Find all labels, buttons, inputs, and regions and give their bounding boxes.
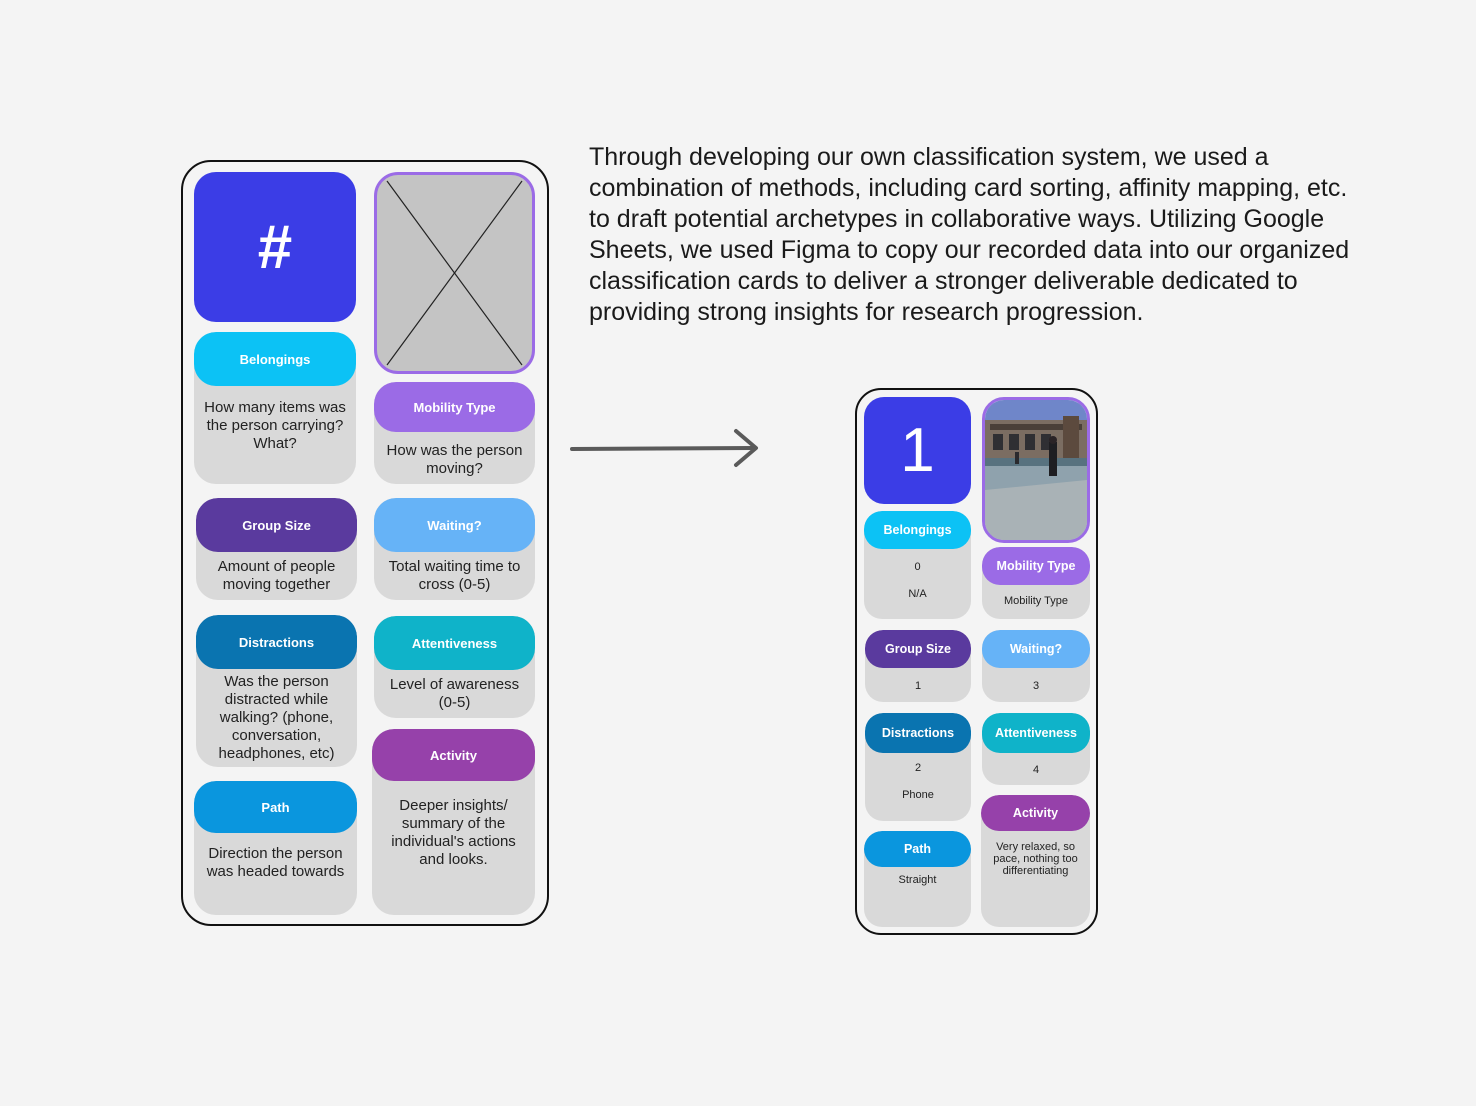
arrow-right-icon [570, 429, 758, 467]
street-photo-image [985, 400, 1087, 540]
path-text: Direction the person was headed towards [206, 845, 345, 880]
mobility-label-filled: Mobility Type [982, 547, 1090, 585]
group-size-label-filled: Group Size [865, 630, 971, 668]
waiting-text-filled: 3 [1032, 680, 1040, 692]
activity-text: Deeper insights/ summary of the individu… [391, 797, 516, 868]
distractions-text: Was the person distracted while walking?… [218, 673, 335, 762]
waiting-text: Total waiting time to cross (0-5) [388, 558, 521, 593]
image-placeholder [374, 172, 535, 374]
image-placeholder-icon [386, 180, 523, 366]
distractions-card-filled: Distractions 2 Phone [865, 713, 971, 821]
distractions-label-filled: Distractions [865, 713, 971, 753]
waiting-card: Waiting? Total waiting time to cross (0-… [374, 498, 535, 600]
path-label: Path [194, 781, 357, 833]
distractions-card: Distractions Was the person distracted w… [196, 615, 357, 767]
number-label-filled: 1 [900, 416, 935, 485]
belongings-text-filled: N/A [908, 588, 927, 600]
mobility-card-filled: Mobility Type Mobility Type [982, 547, 1090, 619]
activity-card: Activity Deeper insights/ summary of the… [372, 729, 535, 915]
pedestrian-photo [982, 397, 1090, 543]
belongings-label: Belongings [194, 332, 356, 386]
group-size-text: Amount of people moving together [217, 558, 336, 593]
filled-card: 1 Belongings 0 N/A Mobility Type Mobilit… [855, 388, 1098, 935]
attentiveness-card: Attentiveness Level of awareness (0-5) [374, 616, 535, 718]
mobility-text: How was the person moving? [386, 442, 523, 477]
group-size-label: Group Size [196, 498, 357, 552]
belongings-label-filled: Belongings [864, 511, 971, 549]
number-label: # [257, 212, 293, 282]
group-size-card: Group Size Amount of people moving toget… [196, 498, 357, 600]
attentiveness-card-filled: Attentiveness 4 [982, 713, 1090, 785]
distractions-text-filled: Phone [902, 789, 934, 801]
waiting-card-filled: Waiting? 3 [982, 630, 1090, 702]
path-text-filled: Straight [898, 874, 937, 886]
activity-label-filled: Activity [981, 795, 1090, 831]
attentiveness-label-filled: Attentiveness [982, 713, 1090, 753]
belongings-card: Belongings How many items was the person… [194, 332, 356, 484]
path-card: Path Direction the person was headed tow… [194, 781, 357, 915]
attentiveness-text: Level of awareness (0-5) [389, 676, 520, 711]
template-card: # Belongings How many items was the pers… [181, 160, 549, 926]
number-tile: # [194, 172, 356, 322]
waiting-label-filled: Waiting? [982, 630, 1090, 668]
mobility-card: Mobility Type How was the person moving? [374, 382, 535, 484]
description-text: Through developing our own classificatio… [589, 143, 1350, 326]
waiting-label: Waiting? [374, 498, 535, 552]
belongings-card-filled: Belongings 0 N/A [864, 511, 971, 619]
attentiveness-text-filled: 4 [1032, 764, 1040, 776]
activity-label: Activity [372, 729, 535, 781]
mobility-text-filled: Mobility Type [1004, 595, 1068, 607]
activity-text-filled: Very relaxed, so pace, nothing too diffe… [993, 841, 1078, 877]
activity-card-filled: Activity Very relaxed, so pace, nothing … [981, 795, 1090, 927]
distractions-value-filled: 2 [914, 762, 922, 774]
distractions-label: Distractions [196, 615, 357, 669]
path-card-filled: Path Straight [864, 831, 971, 927]
group-size-card-filled: Group Size 1 [865, 630, 971, 702]
belongings-value-filled: 0 [914, 561, 921, 573]
belongings-text: How many items was the person carrying? … [204, 399, 346, 452]
path-label-filled: Path [864, 831, 971, 867]
number-tile-filled: 1 [864, 397, 971, 504]
attentiveness-label: Attentiveness [374, 616, 535, 670]
mobility-label: Mobility Type [374, 382, 535, 432]
group-size-text-filled: 1 [914, 680, 922, 692]
